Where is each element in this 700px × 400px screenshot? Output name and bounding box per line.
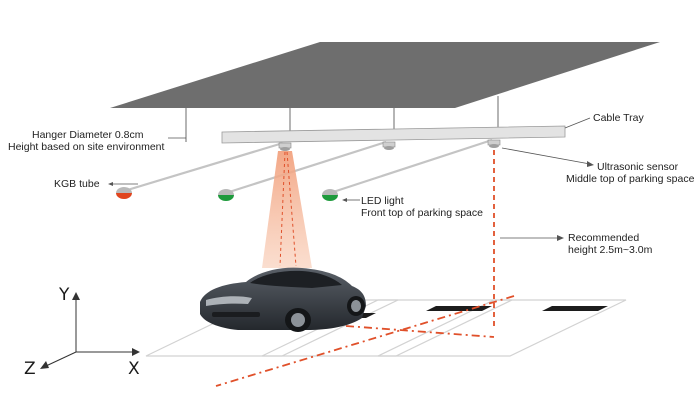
recommended-label: Recommended xyxy=(568,232,640,244)
led-position-label: Front top of parking space xyxy=(361,207,483,219)
ultrasonic-sensor xyxy=(382,141,396,150)
led-light-green xyxy=(322,189,338,201)
roof-canopy xyxy=(110,42,660,108)
car xyxy=(200,267,366,332)
y-axis-label: Y xyxy=(59,285,70,305)
floor-guide xyxy=(215,295,515,387)
hanger-height-label: Height based on site environment xyxy=(8,141,165,153)
led-light-red xyxy=(116,187,132,199)
parking-space xyxy=(377,299,627,357)
callout-line-sensor xyxy=(501,147,591,165)
callout-arrow xyxy=(557,235,564,241)
beam-dash xyxy=(286,151,297,267)
callout-arrow xyxy=(108,182,113,186)
ultrasonic-sensor xyxy=(487,139,501,148)
kgb-tube-label: KGB tube xyxy=(54,178,100,190)
recommended-height-label: height 2.5m~3.0m xyxy=(568,244,653,256)
cable-tray xyxy=(221,125,566,144)
hanger-diameter-label: Hanger Diameter 0.8cm xyxy=(32,129,144,141)
stall-marker xyxy=(542,306,608,311)
beam-dash xyxy=(279,151,286,267)
led-light-label: LED light xyxy=(361,195,404,207)
callout-arrow xyxy=(587,161,594,167)
kgb-tube xyxy=(123,141,284,193)
callout-arrow xyxy=(342,198,347,202)
z-axis-label: Z xyxy=(24,359,36,379)
cable-tray-label: Cable Tray xyxy=(593,112,644,124)
led-light-green xyxy=(218,189,234,201)
stall-marker xyxy=(426,306,492,311)
callout-line-tray xyxy=(564,117,591,129)
kgb-tube xyxy=(225,140,387,195)
x-axis-label: X xyxy=(128,359,140,379)
coordinate-axes xyxy=(40,292,140,369)
ultrasonic-sensor xyxy=(278,142,292,151)
kgb-tube xyxy=(329,138,493,195)
floor-guide xyxy=(345,325,495,338)
ultrasonic-sensor-label: Ultrasonic sensor xyxy=(597,161,679,173)
ultrasonic-beam xyxy=(262,151,312,268)
ultrasonic-position-label: Middle top of parking space xyxy=(566,173,695,185)
